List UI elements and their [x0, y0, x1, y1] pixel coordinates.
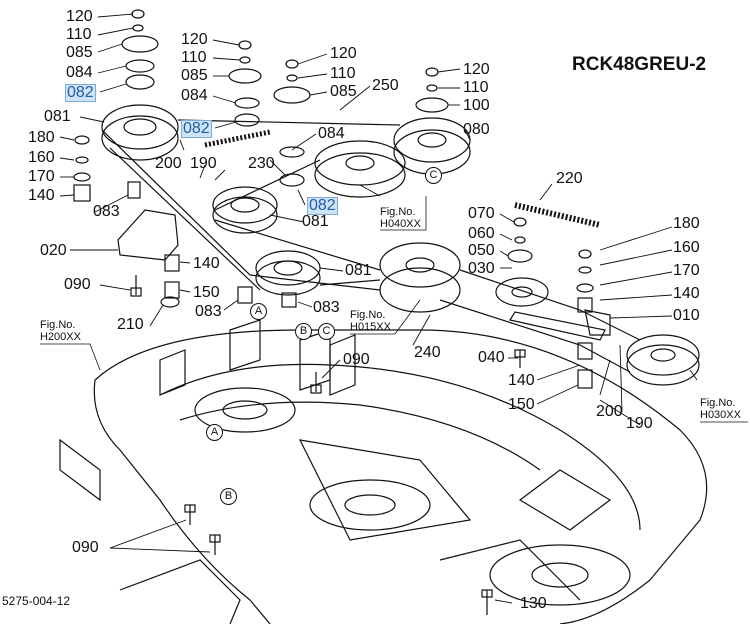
- callout-085: 085: [66, 44, 93, 61]
- callout-140: 140: [673, 285, 700, 302]
- callout-084: 084: [318, 125, 345, 142]
- callout-081: 081: [345, 262, 372, 279]
- callout-120: 120: [66, 8, 93, 25]
- callout-170: 170: [28, 168, 55, 185]
- callout-220: 220: [556, 170, 583, 187]
- callout-083: 083: [313, 299, 340, 316]
- marker-b: B: [295, 323, 312, 340]
- callout-090: 090: [64, 276, 91, 293]
- callout-190: 190: [190, 155, 217, 172]
- callout-081: 081: [302, 213, 329, 230]
- callout-150: 150: [508, 396, 535, 413]
- callout-040: 040: [478, 349, 505, 366]
- callout-140: 140: [28, 187, 55, 204]
- callout-090: 090: [72, 539, 99, 556]
- figref-h015xx[interactable]: Fig.No. H015XX: [350, 309, 391, 333]
- figref-label: Fig.No.: [700, 397, 736, 409]
- callout-082-highlighted[interactable]: 082: [181, 120, 212, 138]
- callout-110: 110: [463, 79, 489, 96]
- belts: [101, 119, 641, 373]
- callout-250: 250: [372, 77, 399, 94]
- mower-deck: [59, 319, 708, 624]
- callout-130: 130: [520, 595, 547, 612]
- callout-080: 080: [463, 121, 490, 138]
- figref-h030xx[interactable]: Fig.No. H030XX: [700, 397, 741, 421]
- callout-180: 180: [28, 129, 55, 146]
- figref-h200xx[interactable]: Fig.No. H200XX: [40, 319, 81, 343]
- figref-number: H200XX: [40, 331, 81, 343]
- callout-010: 010: [673, 307, 700, 324]
- callout-230: 230: [248, 155, 275, 172]
- callout-160: 160: [673, 239, 700, 256]
- figref-number: H030XX: [700, 409, 741, 421]
- callout-150: 150: [193, 284, 220, 301]
- callout-082-highlighted[interactable]: 082: [65, 84, 96, 102]
- callout-084: 084: [181, 87, 208, 104]
- callout-030: 030: [468, 260, 495, 277]
- callout-085: 085: [181, 67, 208, 84]
- callout-020: 020: [40, 242, 67, 259]
- callout-170: 170: [673, 262, 700, 279]
- figref-label: Fig.No.: [350, 309, 386, 321]
- tension-arms: [117, 209, 611, 341]
- marker-a: A: [206, 424, 223, 441]
- callout-083: 083: [195, 303, 222, 320]
- callout-200: 200: [596, 403, 623, 420]
- figref-number: H040XX: [380, 218, 421, 230]
- callout-110: 110: [330, 65, 356, 82]
- callout-240: 240: [414, 344, 441, 361]
- callout-084: 084: [66, 64, 93, 81]
- callout-200: 200: [155, 155, 182, 172]
- marker-a: A: [250, 303, 267, 320]
- callout-083: 083: [93, 203, 120, 220]
- callout-120: 120: [330, 45, 357, 62]
- figref-number: H015XX: [350, 321, 391, 333]
- callout-160: 160: [28, 149, 55, 166]
- drawing-code: 5275-004-12: [2, 594, 71, 608]
- callout-060: 060: [468, 225, 495, 242]
- marker-c: C: [318, 323, 335, 340]
- callout-210: 210: [117, 316, 144, 333]
- callout-090: 090: [343, 351, 370, 368]
- callout-140: 140: [508, 372, 535, 389]
- callout-120: 120: [463, 61, 490, 78]
- callout-110: 110: [66, 26, 92, 43]
- callout-082-highlighted[interactable]: 082: [307, 197, 338, 215]
- bolts: [130, 275, 526, 615]
- callout-120: 120: [181, 31, 208, 48]
- pulleys: [101, 104, 700, 386]
- figref-lines: [40, 196, 748, 423]
- leader-lines: [59, 13, 698, 604]
- hardware-stacks: [73, 9, 594, 389]
- callout-180: 180: [673, 215, 700, 232]
- model-title: RCK48GREU-2: [572, 54, 707, 75]
- callout-050: 050: [468, 242, 495, 259]
- callout-110: 110: [181, 49, 207, 66]
- callout-100: 100: [463, 97, 490, 114]
- marker-c: C: [425, 167, 442, 184]
- callout-070: 070: [468, 205, 495, 222]
- figref-label: Fig.No.: [380, 206, 416, 218]
- figref-label: Fig.No.: [40, 319, 76, 331]
- callout-081: 081: [44, 108, 71, 125]
- marker-b: B: [220, 488, 237, 505]
- callout-085: 085: [330, 83, 357, 100]
- figref-h040xx[interactable]: Fig.No. H040XX: [380, 206, 421, 230]
- callout-140: 140: [193, 255, 220, 272]
- springs: [204, 129, 601, 228]
- callout-190: 190: [626, 415, 653, 432]
